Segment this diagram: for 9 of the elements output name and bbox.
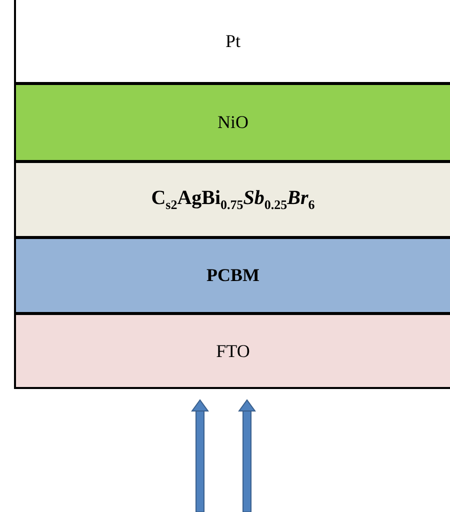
layer-label: PCBM <box>206 265 260 286</box>
layer-label: NiO <box>218 112 248 133</box>
layer-label: C$_{s2}$AgBi$_{0.75}$Sb$_{0.25}$Br$_{6}$ <box>151 186 315 212</box>
layer-band <box>16 82 450 160</box>
layer-band <box>16 160 450 236</box>
layer-label: Pt <box>225 30 240 52</box>
layer-band <box>16 236 450 312</box>
layer-band <box>16 312 450 387</box>
layer-label: FTO <box>216 340 250 362</box>
